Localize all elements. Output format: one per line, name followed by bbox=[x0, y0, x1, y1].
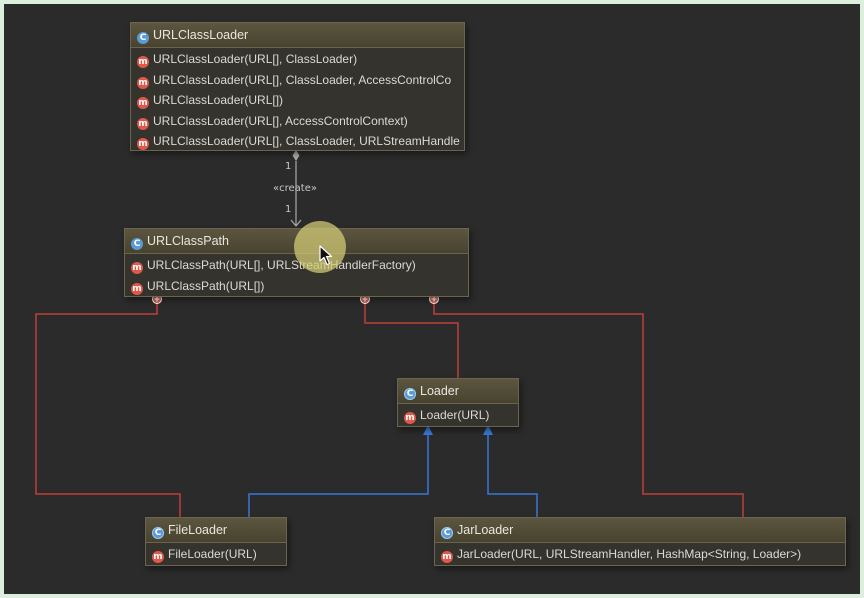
method-row[interactable]: m URLClassPath(URL[], URLStreamHandlerFac… bbox=[125, 255, 468, 276]
static-class-icon: C bbox=[404, 388, 416, 400]
method-icon: m bbox=[404, 412, 416, 424]
method-row[interactable]: m JarLoader(URL, URLStreamHandler, HashMa… bbox=[435, 544, 845, 565]
method-icon: m bbox=[131, 262, 143, 274]
class-node-fileloader[interactable]: C FileLoader m FileLoader(URL) bbox=[145, 517, 287, 566]
method-icon: m bbox=[131, 282, 143, 295]
method-row[interactable]: m FileLoader(URL) bbox=[146, 544, 286, 565]
method-row[interactable]: m URLClassLoader(URL[]) bbox=[131, 90, 464, 111]
mouse-pointer-icon bbox=[319, 245, 333, 266]
class-name: FileLoader bbox=[168, 523, 228, 537]
static-class-icon: C bbox=[441, 527, 453, 539]
method-signature: URLClassLoader(URL[], ClassLoader, Acces… bbox=[153, 72, 452, 87]
method-icon: m bbox=[152, 551, 164, 563]
class-icon: C bbox=[137, 32, 149, 44]
class-name: Loader bbox=[420, 384, 459, 398]
method-row[interactable]: m URLClassLoader(URL[], AccessControlCont… bbox=[131, 111, 464, 132]
method-signature: Loader(URL) bbox=[420, 408, 490, 422]
method-signature: URLClassLoader(URL[]) bbox=[153, 93, 284, 107]
static-class-icon: C bbox=[152, 527, 164, 539]
class-node-urlclasspath[interactable]: C URLClassPath m URLClassPath(URL[], URLSt… bbox=[124, 228, 469, 297]
method-icon: m bbox=[137, 56, 149, 68]
class-name: URLClassPath bbox=[147, 234, 229, 248]
create-stereotype-label: «create» bbox=[273, 183, 317, 194]
target-multiplicity: 1 bbox=[285, 204, 292, 215]
method-signature: URLClassLoader(URL[], AccessControlConte… bbox=[153, 113, 408, 128]
method-row[interactable]: m Loader(URL) bbox=[398, 405, 518, 426]
method-icon: m bbox=[137, 117, 149, 130]
method-row[interactable]: m URLClassLoader(URL[], ClassLoader) bbox=[131, 49, 464, 70]
node-header: C Loader bbox=[398, 379, 518, 404]
class-node-loader[interactable]: C Loader m Loader(URL) bbox=[397, 378, 519, 427]
method-row[interactable]: m URLClassPath(URL[]) bbox=[125, 276, 468, 297]
method-icon: m bbox=[137, 138, 149, 150]
class-name: URLClassLoader bbox=[153, 28, 249, 42]
method-signature: URLClassLoader(URL[], ClassLoader, URLSt… bbox=[153, 134, 460, 148]
source-multiplicity: 1 bbox=[285, 161, 292, 172]
class-icon: C bbox=[131, 238, 143, 250]
class-node-jarloader[interactable]: C JarLoader m JarLoader(URL, URLStreamHand… bbox=[434, 517, 846, 566]
method-icon: m bbox=[137, 97, 149, 109]
method-signature: URLClassPath(URL[]) bbox=[147, 278, 265, 293]
method-row[interactable]: m URLClassLoader(URL[], ClassLoader, Acce… bbox=[131, 70, 464, 91]
node-header: C FileLoader bbox=[146, 518, 286, 543]
class-name: JarLoader bbox=[457, 523, 514, 537]
method-icon: m bbox=[441, 551, 453, 563]
method-row[interactable]: m URLClassLoader(URL[], ClassLoader, URLS… bbox=[131, 131, 464, 150]
method-icon: m bbox=[137, 76, 149, 89]
method-signature: URLClassPath(URL[], URLStreamHandlerFact… bbox=[147, 258, 416, 272]
method-signature: FileLoader(URL) bbox=[168, 547, 257, 561]
method-signature: JarLoader(URL, URLStreamHandler, HashMap… bbox=[457, 547, 802, 561]
method-signature: URLClassLoader(URL[], ClassLoader) bbox=[153, 52, 358, 66]
node-header: C JarLoader bbox=[435, 518, 845, 543]
node-header: C URLClassLoader bbox=[131, 23, 464, 48]
